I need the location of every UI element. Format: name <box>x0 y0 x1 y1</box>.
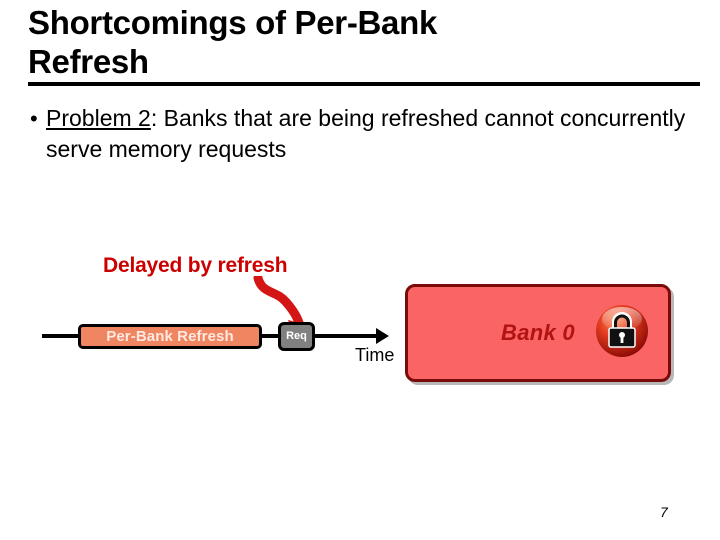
bullet-text: Problem 2: Banks that are being refreshe… <box>46 103 696 165</box>
bullet-list-item: • Problem 2: Banks that are being refres… <box>24 103 696 165</box>
per-bank-refresh-block: Per-Bank Refresh <box>78 324 262 349</box>
page-title: Shortcomings of Per-Bank Refresh <box>28 4 438 80</box>
page-number: 7 <box>660 504 668 520</box>
per-bank-refresh-label: Per-Bank Refresh <box>106 328 234 345</box>
timeline-axis-label: Time <box>355 345 395 365</box>
delay-annotation-label: Delayed by refresh <box>103 254 288 277</box>
refresh-timeline-diagram: Delayed by refresh Time Per-Bank Refresh… <box>0 240 720 400</box>
bullet-marker-icon: • <box>30 106 38 131</box>
memory-request-block: Req <box>278 322 315 351</box>
bank-0-box: Bank 0 <box>405 284 671 382</box>
bullet-body-label: : Banks that are being refreshed cannot … <box>46 105 686 162</box>
bank-0-label: Bank 0 <box>501 320 575 345</box>
title-divider <box>28 82 700 86</box>
bullet-emphasis-label: Problem 2 <box>46 105 151 131</box>
memory-request-label: Req <box>286 330 307 342</box>
timeline-arrowhead-icon <box>376 328 389 344</box>
lock-icon <box>596 305 648 357</box>
